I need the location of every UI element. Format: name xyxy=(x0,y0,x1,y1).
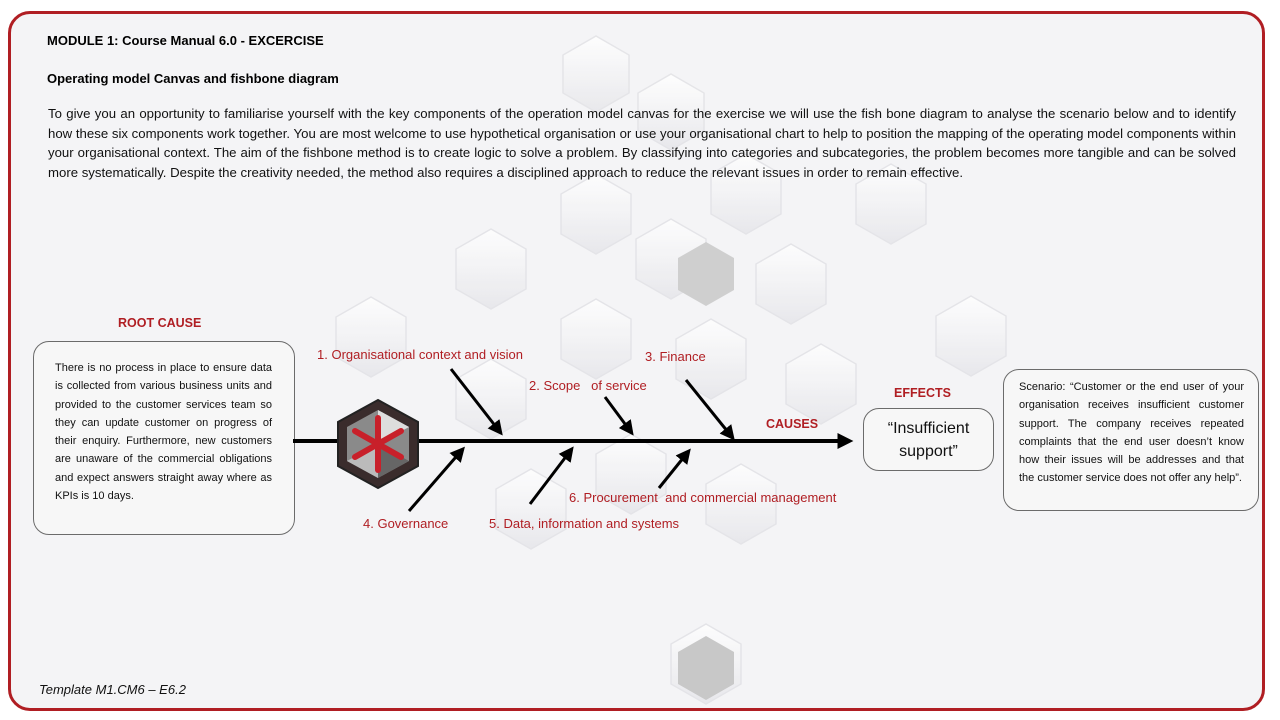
slide-frame: MODULE 1: Course Manual 6.0 - EXCERCISE … xyxy=(8,11,1265,711)
cause-label-6: 6. Procurement and commercial management xyxy=(569,490,837,505)
hexagon-background xyxy=(335,35,1007,705)
cause-label-3: 3. Finance xyxy=(645,349,706,364)
template-footer: Template M1.CM6 – E6.2 xyxy=(39,682,186,697)
page-subtitle: Operating model Canvas and fishbone diag… xyxy=(47,71,339,86)
bone-5-arrow xyxy=(528,446,574,505)
root-cause-title: ROOT CAUSE xyxy=(118,316,202,330)
root-cause-box: There is no process in place to ensure d… xyxy=(33,341,295,535)
intro-paragraph: To give you an opportunity to familiaris… xyxy=(48,106,1236,180)
effects-label: EFFECTS xyxy=(894,386,951,400)
cause-label-1: 1. Organisational context and vision xyxy=(317,347,523,362)
bone-2-arrow xyxy=(603,396,634,436)
page-title: MODULE 1: Course Manual 6.0 - EXCERCISE xyxy=(47,33,324,48)
bone-6-arrow xyxy=(657,448,691,489)
bone-3-arrow xyxy=(684,379,735,441)
fishbone-diagram xyxy=(293,368,854,512)
cause-label-5: 5. Data, information and systems xyxy=(489,516,680,531)
bone-4-arrow xyxy=(407,446,465,512)
causes-label: CAUSES xyxy=(766,417,819,431)
fishbone-head-icon xyxy=(337,398,419,490)
cause-label-2: 2. Scope of service xyxy=(529,378,647,393)
effect-box: “Insufficient support” xyxy=(863,408,994,471)
bone-1-arrow xyxy=(449,368,503,436)
cause-label-4: 4. Governance xyxy=(363,516,449,531)
scenario-box: Scenario: “Customer or the end user of y… xyxy=(1003,369,1259,511)
